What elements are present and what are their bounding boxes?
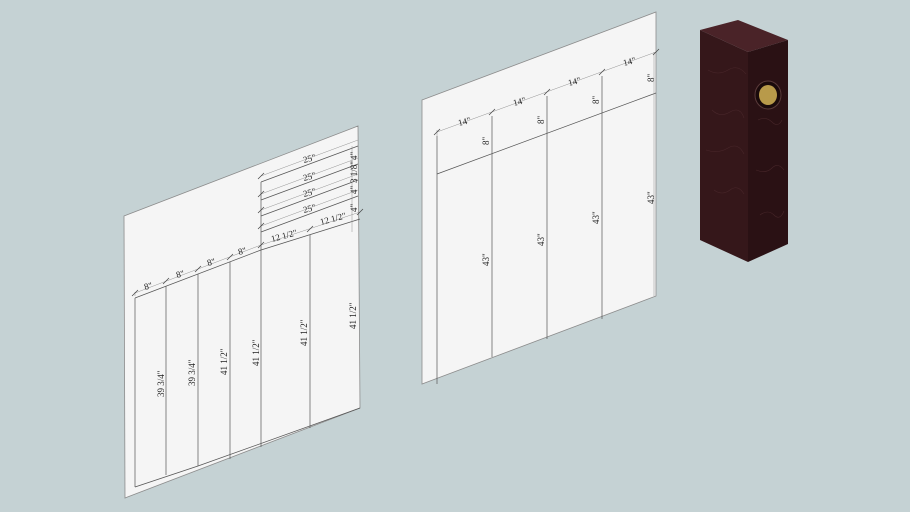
sheet-2-column-width-2: 14" <box>512 95 527 108</box>
dimension-tick-mark <box>356 208 364 216</box>
dimension-tick-mark <box>257 172 265 180</box>
sheet-1-top-piece-length-1: 25" <box>302 152 317 165</box>
speaker-driver-cone <box>759 85 777 105</box>
sheet-2-bottom-height-3: 43" <box>591 211 601 224</box>
sheet-2-bottom-height-2: 43" <box>536 233 546 246</box>
plywood-sheet-1: 8" 8" 8" 8" 12 1/2" 12 1/2" 39 3/4" 39 3… <box>123 125 361 499</box>
dimension-tick-mark <box>257 206 265 214</box>
sheet-1-strip-length-4: 41 1/2" <box>251 339 261 366</box>
sheet-2-column-width-3: 14" <box>567 75 582 88</box>
sheet-1-strip-length-6: 41 1/2" <box>348 302 358 329</box>
speaker-driver <box>754 80 782 110</box>
dimension-tick-mark <box>131 289 139 297</box>
sheet-1-strip-width-2: 8" <box>175 268 186 280</box>
dimension-tick-mark <box>306 225 314 233</box>
sheet-1-strip-width-4: 8" <box>237 245 248 257</box>
dimension-tick-mark <box>257 222 265 230</box>
dimension-tick-mark <box>652 48 660 56</box>
sheet-1-strip-length-1: 39 3/4" <box>156 370 166 397</box>
speaker-wood-grain <box>705 67 785 218</box>
sheet-1-top-piece-width-2: 3 1/8" <box>349 161 359 183</box>
sheet-1-strip-width-3: 8" <box>206 256 217 268</box>
sheet-2-top-height-3: 8" <box>591 96 601 105</box>
sheet-1-cut-lines <box>134 145 361 488</box>
sheet-2-top-height-1: 8" <box>481 137 491 146</box>
sheet-1-top-piece-width-3: 4" <box>349 186 359 195</box>
sheet-1-strip-length-2: 39 3/4" <box>187 359 197 386</box>
sheet-2-cut-lines <box>436 76 657 384</box>
sheet-2-dimension-lines <box>436 51 657 296</box>
sheet-2-top-height-2: 8" <box>536 116 546 125</box>
dimension-tick-mark <box>257 241 265 249</box>
sheet-1-top-piece-length-4: 25" <box>302 202 317 215</box>
sheet-1-top-piece-width-1: 4" <box>349 152 359 161</box>
dimension-tick-mark <box>433 128 441 136</box>
sheet-2-bottom-height-4: 43" <box>646 191 656 204</box>
sheet-2-top-height-4: 8" <box>646 74 656 83</box>
sheet-2-bottom-height-1: 43" <box>481 253 491 266</box>
sheet-2-column-width-4: 14" <box>622 55 637 68</box>
speaker-side-face <box>748 40 788 262</box>
dimension-tick-mark <box>488 108 496 116</box>
sheet-1-panel <box>123 125 361 499</box>
dimension-tick-mark <box>162 277 170 285</box>
dimension-tick-mark <box>598 68 606 76</box>
dimension-tick-mark <box>226 253 234 261</box>
sheet-1-top-piece-width-4: 4" <box>349 204 359 213</box>
speaker-top-face <box>700 20 788 52</box>
plywood-sheet-2: 14" 14" 14" 14" 8" 8" 8" 8" 43" 43" 43" … <box>421 11 657 385</box>
sheet-1-strip-length-3: 41 1/2" <box>219 348 229 375</box>
dimension-tick-mark <box>194 265 202 273</box>
dimension-tick-mark <box>543 88 551 96</box>
sheet-1-top-piece-length-2: 25" <box>302 170 317 183</box>
sheet-2-column-width-1: 14" <box>457 115 472 128</box>
speaker-cabinet-model <box>700 20 788 262</box>
sheet-1-strip-length-5: 41 1/2" <box>299 319 309 346</box>
sheet-2-panel <box>421 11 657 385</box>
sheet-1-top-piece-length-3: 25" <box>302 186 317 199</box>
sheet-1-strip-width-1: 8" <box>143 280 154 292</box>
speaker-front-face <box>700 30 748 262</box>
dimension-tick-mark <box>257 190 265 198</box>
